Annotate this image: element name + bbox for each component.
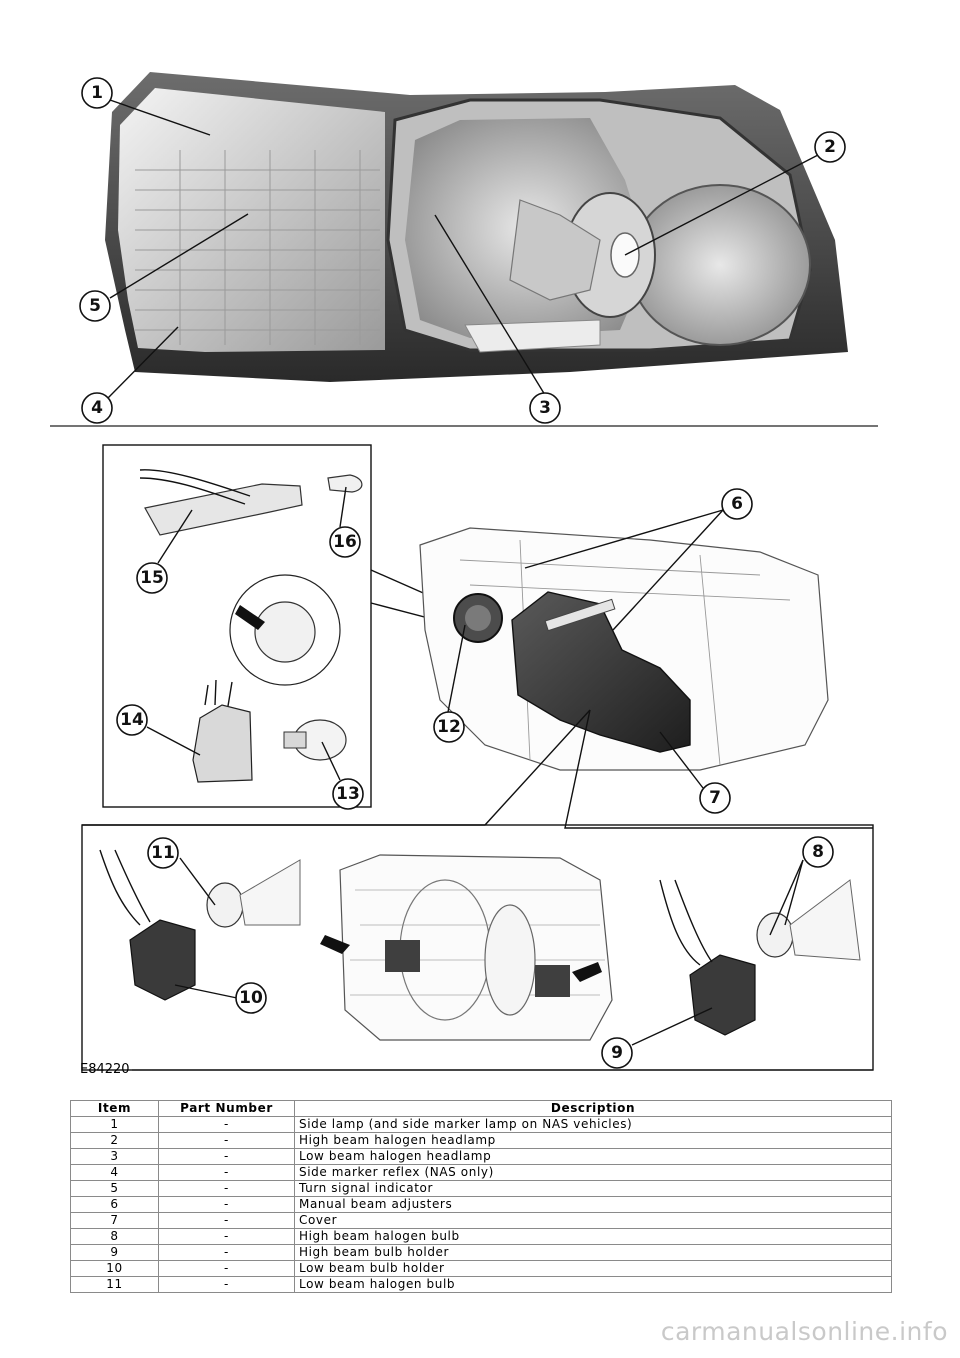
table-header-row: Item Part Number Description: [70, 1100, 892, 1117]
callout-9: 9: [601, 1037, 633, 1069]
table-row: 8-High beam halogen bulb: [70, 1228, 892, 1245]
svg-text:8: 8: [812, 842, 824, 862]
item-cell: 3: [70, 1148, 159, 1165]
item-cell: 1: [70, 1116, 159, 1133]
svg-text:12: 12: [437, 717, 461, 737]
table-row: 10-Low beam bulb holder: [70, 1260, 892, 1277]
bulb-detail-panel: [81, 824, 874, 1071]
item-cell: 11: [70, 1276, 159, 1293]
svg-text:4: 4: [91, 398, 103, 418]
svg-text:10: 10: [239, 988, 263, 1008]
callout-4: 4: [81, 392, 113, 424]
parts-table: Item Part Number Description 1-Side lamp…: [70, 1100, 892, 1293]
callout-16: 16: [329, 526, 361, 558]
part-number-cell: -: [158, 1164, 295, 1181]
table-row: 4-Side marker reflex (NAS only): [70, 1164, 892, 1181]
part-number-cell: -: [158, 1276, 295, 1293]
description-cell: Turn signal indicator: [294, 1180, 892, 1197]
table-row: 5-Turn signal indicator: [70, 1180, 892, 1197]
svg-text:16: 16: [333, 532, 357, 552]
part-number-cell: -: [158, 1244, 295, 1261]
table-row: 7-Cover: [70, 1212, 892, 1229]
svg-text:2: 2: [824, 137, 836, 157]
part-number-cell: -: [158, 1228, 295, 1245]
item-cell: 9: [70, 1244, 159, 1261]
svg-text:15: 15: [140, 568, 164, 588]
description-cell: Low beam halogen bulb: [294, 1276, 892, 1293]
table-row: 9-High beam bulb holder: [70, 1244, 892, 1261]
table-row: 1-Side lamp (and side marker lamp on NAS…: [70, 1116, 892, 1133]
part-number-cell: -: [158, 1132, 295, 1149]
part-number-cell: -: [158, 1212, 295, 1229]
callout-3: 3: [529, 392, 561, 424]
watermark: carmanualsonline.info: [660, 1317, 948, 1346]
arrow-icon: [320, 935, 350, 954]
svg-text:6: 6: [731, 494, 743, 514]
headlamp-photo: [105, 72, 848, 382]
leader-lines: [107, 99, 819, 1046]
callout-8: 8: [802, 836, 834, 868]
callout-7: 7: [699, 782, 731, 814]
item-cell: 6: [70, 1196, 159, 1213]
callout-15: 15: [136, 562, 168, 594]
header-part-number: Part Number: [158, 1100, 295, 1117]
part-number-cell: -: [158, 1180, 295, 1197]
svg-text:1: 1: [91, 83, 103, 103]
description-cell: Side marker reflex (NAS only): [294, 1164, 892, 1181]
svg-text:7: 7: [709, 788, 721, 808]
callout-14: 14: [116, 704, 148, 736]
item-cell: 2: [70, 1132, 159, 1149]
figure-reference: E84220: [80, 1062, 130, 1077]
part-number-cell: -: [158, 1196, 295, 1213]
item-cell: 4: [70, 1164, 159, 1181]
turn-signal-lens-pattern: [135, 150, 380, 345]
svg-text:5: 5: [89, 296, 101, 316]
table-row: 2-High beam halogen headlamp: [70, 1132, 892, 1149]
description-cell: High beam halogen headlamp: [294, 1132, 892, 1149]
callout-1: 1: [81, 77, 113, 109]
svg-text:11: 11: [151, 843, 175, 863]
svg-text:13: 13: [336, 784, 360, 804]
callout-5: 5: [79, 290, 111, 322]
svg-text:9: 9: [611, 1043, 623, 1063]
description-cell: Side lamp (and side marker lamp on NAS v…: [294, 1116, 892, 1133]
item-cell: 7: [70, 1212, 159, 1229]
table-row: 3-Low beam halogen headlamp: [70, 1148, 892, 1165]
description-cell: Manual beam adjusters: [294, 1196, 892, 1213]
item-cell: 10: [70, 1260, 159, 1277]
callout-6: 6: [721, 488, 753, 520]
headlamp-rear-view: [102, 444, 829, 808]
header-description: Description: [294, 1100, 892, 1117]
part-number-cell: -: [158, 1148, 295, 1165]
svg-text:14: 14: [120, 710, 144, 730]
description-cell: High beam bulb holder: [294, 1244, 892, 1261]
part-number-cell: -: [158, 1260, 295, 1277]
description-cell: Cover: [294, 1212, 892, 1229]
arrow-icon: [235, 605, 265, 630]
description-cell: Low beam bulb holder: [294, 1260, 892, 1277]
table-row: 6-Manual beam adjusters: [70, 1196, 892, 1213]
callout-11: 11: [147, 837, 179, 869]
item-cell: 5: [70, 1180, 159, 1197]
part-number-cell: -: [158, 1116, 295, 1133]
header-item: Item: [70, 1100, 159, 1117]
callout-12: 12: [433, 711, 465, 743]
description-cell: High beam halogen bulb: [294, 1228, 892, 1245]
callout-13: 13: [332, 778, 364, 810]
headlamp-illustration: 1 2 3 4 5 6 7 8 9 10 11 12 13 14 15 16: [50, 72, 878, 1071]
description-cell: Low beam halogen headlamp: [294, 1148, 892, 1165]
callout-2: 2: [814, 131, 846, 163]
arrow-icon: [572, 962, 602, 982]
svg-text:3: 3: [539, 398, 551, 418]
item-cell: 8: [70, 1228, 159, 1245]
table-row: 11-Low beam halogen bulb: [70, 1276, 892, 1293]
callout-10: 10: [235, 982, 267, 1014]
